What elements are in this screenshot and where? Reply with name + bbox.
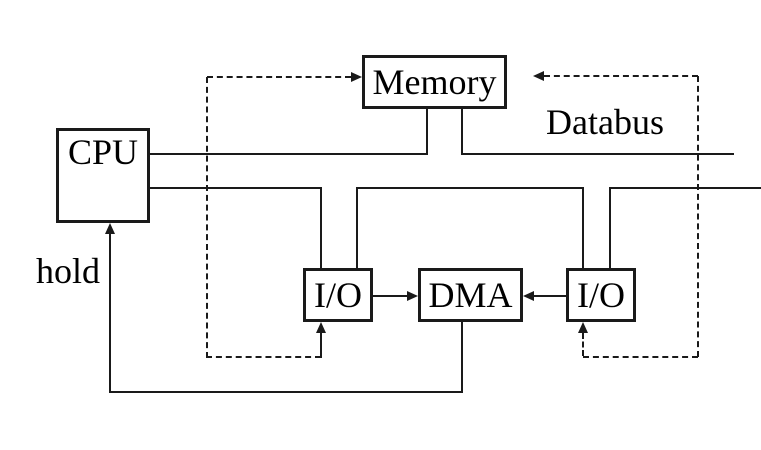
arrowhead-control-to-memory-right-icon (533, 71, 544, 81)
io-right-to-dma-line (534, 295, 566, 297)
control-to-io-right-stub (582, 333, 584, 356)
cpu-box: CPU (56, 128, 150, 223)
databus-lower-line-middle (356, 187, 584, 189)
dashed-control-left-top (207, 76, 351, 78)
io-left-bus-stub-b (356, 187, 358, 268)
dma-hold-drop-line (461, 322, 463, 392)
io-left-to-dma-line (373, 295, 407, 297)
arrowhead-control-to-io-right-icon (578, 322, 588, 333)
io-left-box: I/O (303, 268, 373, 322)
arrowhead-hold-to-cpu-icon (105, 223, 115, 234)
io-left-label: I/O (314, 275, 362, 315)
arrowhead-io-left-to-dma-icon (407, 291, 418, 301)
dma-box: DMA (418, 268, 523, 322)
dashed-control-right-bottom (583, 356, 698, 358)
dashed-control-left-bottom (206, 356, 321, 358)
io-right-label: I/O (577, 275, 625, 315)
dashed-control-left-vertical (206, 77, 208, 358)
hold-line-horizontal (109, 391, 463, 393)
hold-line-vertical (109, 234, 111, 392)
io-right-bus-stub-b (609, 187, 611, 268)
memory-bus-stub-left (426, 109, 428, 155)
arrowhead-control-to-memory-icon (351, 72, 362, 82)
cpu-label: CPU (67, 132, 139, 172)
dashed-control-right-vertical (697, 76, 699, 357)
control-to-io-left-stub (320, 333, 322, 358)
hold-label: hold (36, 251, 101, 291)
memory-box: Memory (362, 55, 507, 109)
arrowhead-control-to-io-left-icon (316, 322, 326, 333)
io-right-bus-stub-a (582, 187, 584, 268)
databus-upper-line-right (461, 153, 734, 155)
io-left-bus-stub-a (320, 187, 322, 268)
dma-label: DMA (428, 275, 513, 315)
io-right-box: I/O (566, 268, 636, 322)
databus-lower-line-right (609, 187, 761, 189)
memory-bus-stub-right (461, 109, 463, 155)
arrowhead-io-right-to-dma-icon (523, 291, 534, 301)
databus-lower-line-left (150, 187, 322, 189)
databus-label: Databus (546, 102, 664, 142)
memory-label: Memory (372, 62, 497, 102)
dashed-control-right-top (544, 75, 698, 77)
databus-upper-line-left (150, 153, 427, 155)
